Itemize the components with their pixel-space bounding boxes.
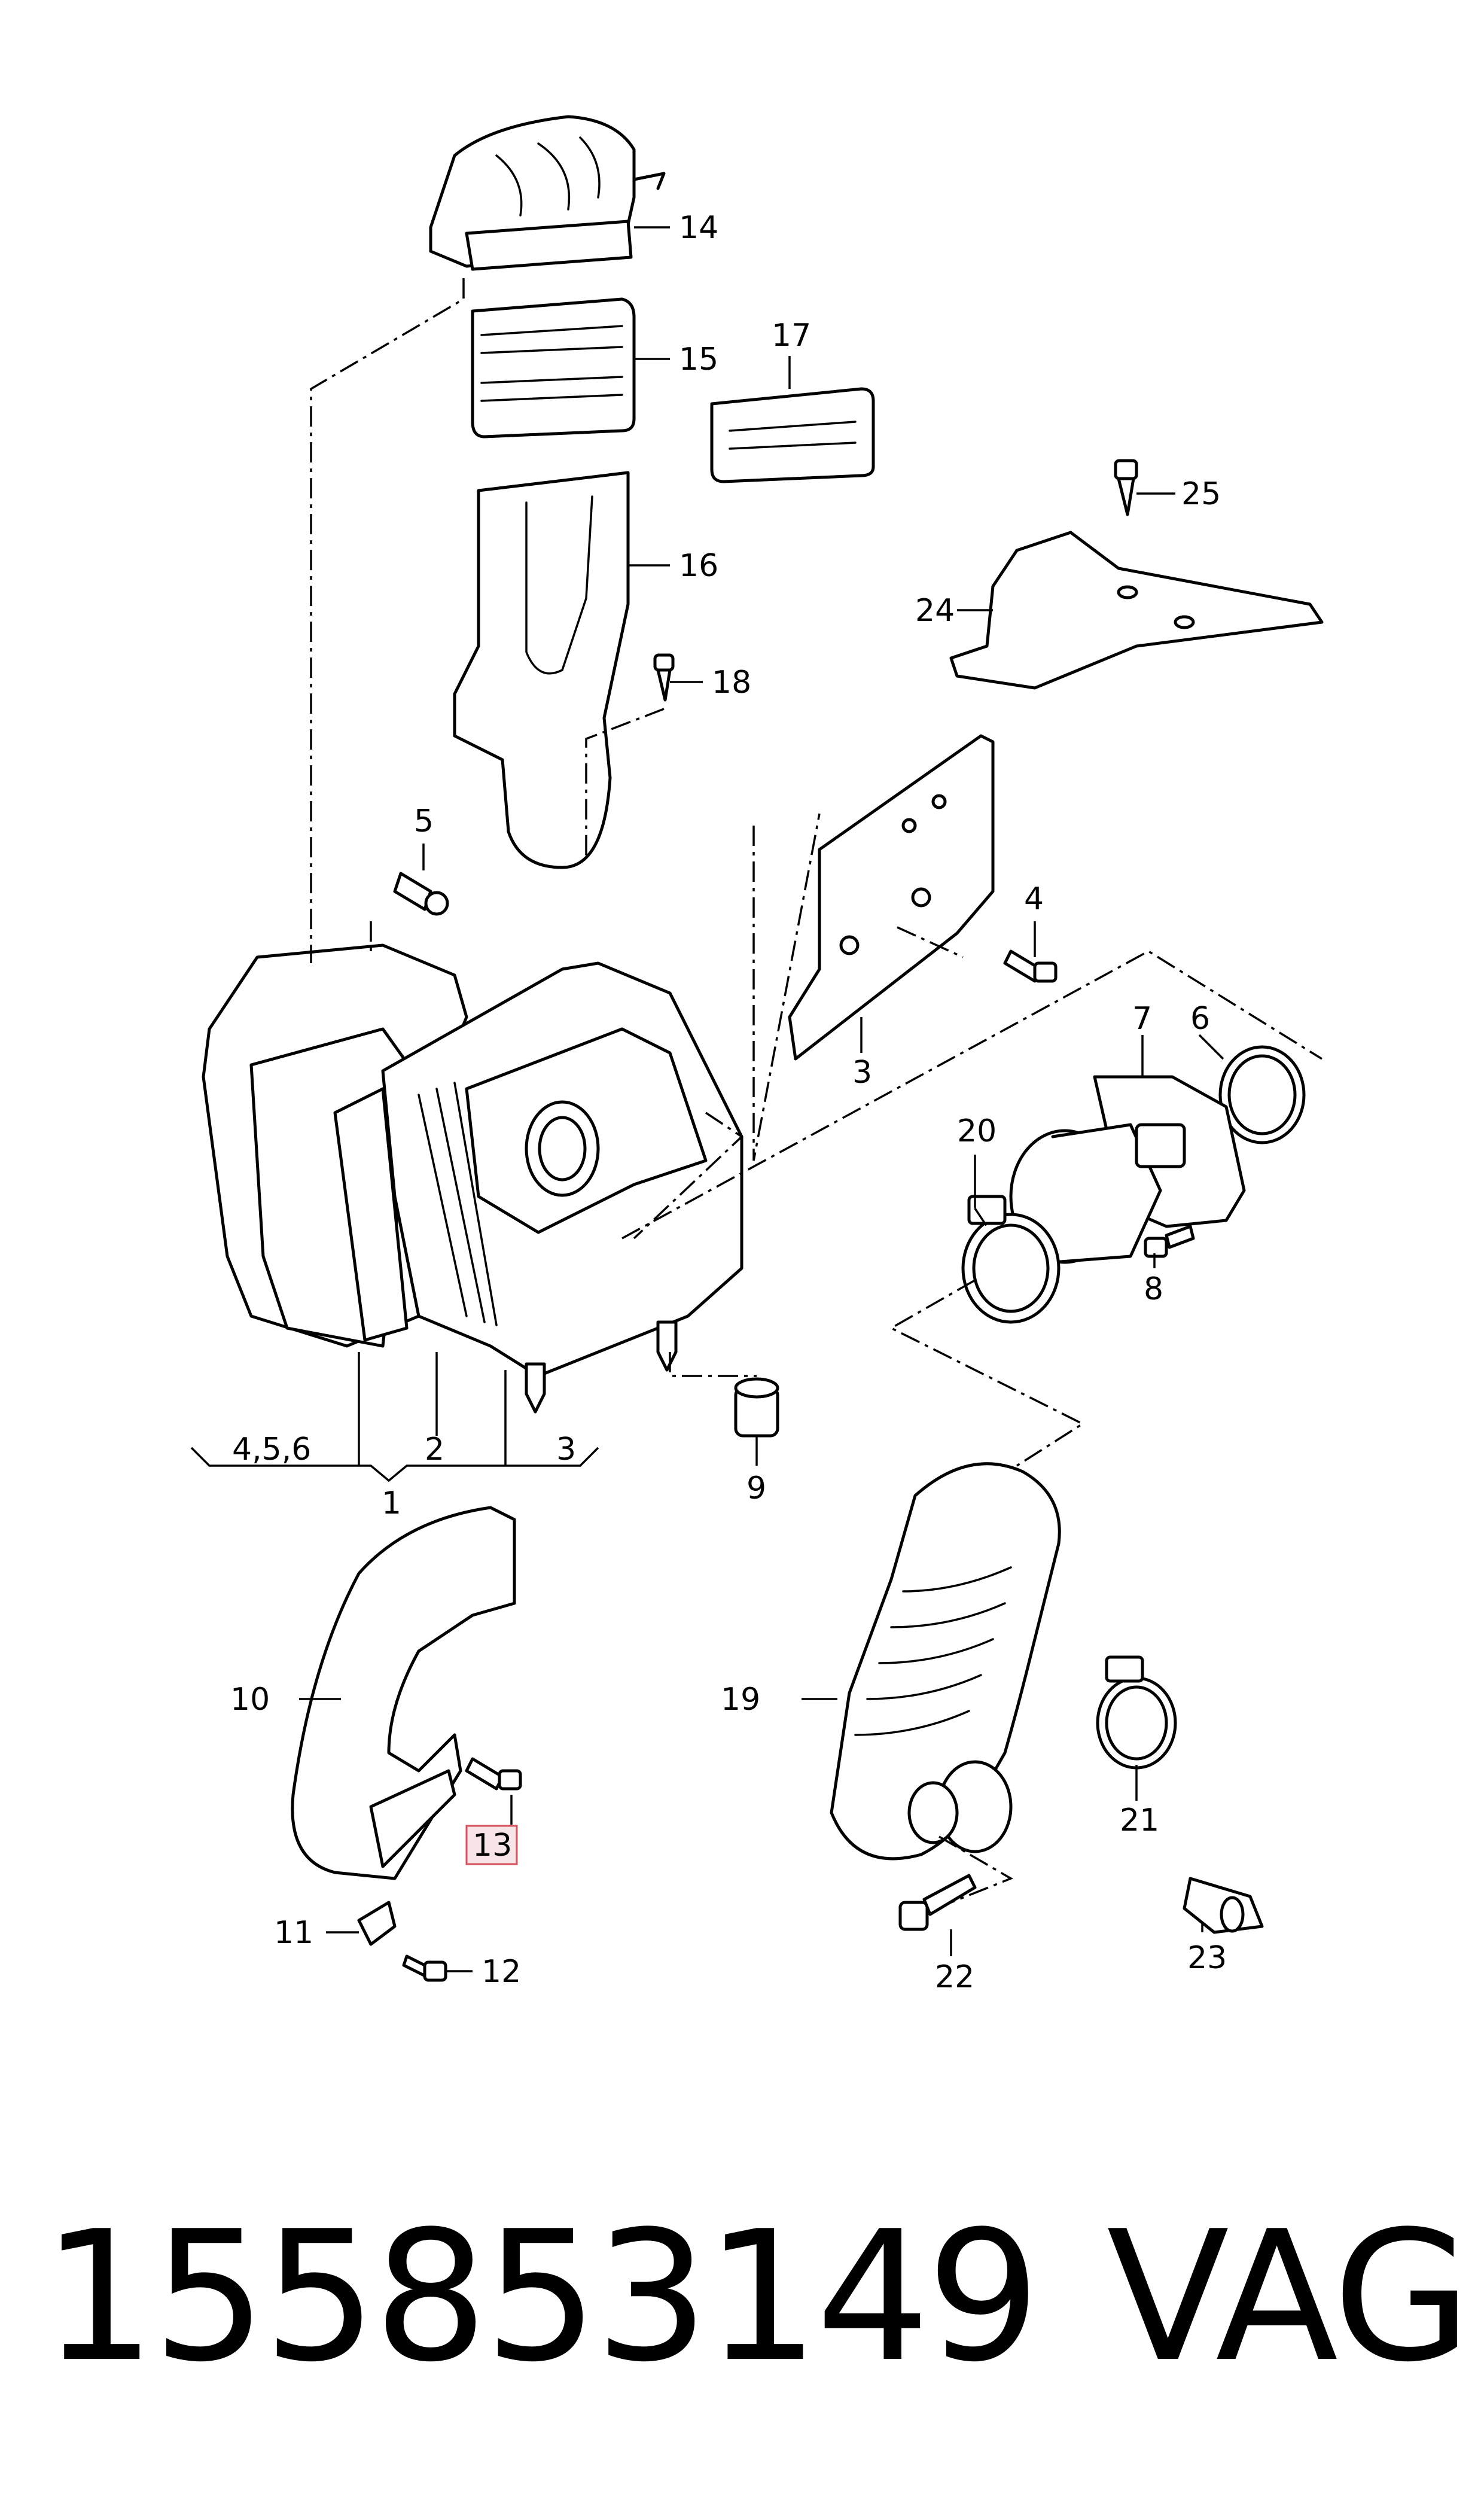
part-6-o-ring	[1218, 1045, 1306, 1144]
callout-9: 9	[746, 1470, 766, 1506]
part-4-bolt	[1003, 949, 1058, 983]
callout-15: 15	[679, 342, 718, 377]
callout-3b: 3	[852, 1055, 872, 1091]
part-17-foam-pad	[710, 387, 875, 483]
callout-5: 5	[414, 803, 434, 839]
part-3-bracket	[788, 734, 995, 1061]
callout-1: 1	[382, 1485, 401, 1521]
callout-19: 19	[721, 1682, 760, 1718]
callout-3: 3	[556, 1432, 576, 1467]
part-23-valve	[1183, 1877, 1264, 1934]
callout-14: 14	[679, 210, 718, 246]
part-25-screw	[1114, 459, 1138, 516]
callout-11: 11	[274, 1915, 313, 1951]
part-1-airbox-assembly	[202, 943, 743, 1414]
callout-2: 2	[425, 1432, 444, 1467]
callout-17: 17	[772, 318, 811, 354]
callout-16: 16	[679, 548, 718, 584]
assembly-lines	[310, 278, 1323, 1904]
callout-4: 4	[1024, 881, 1044, 917]
part-9-rubber-mount	[734, 1377, 779, 1438]
part-22-bolt	[898, 1874, 977, 1931]
callout-12: 12	[482, 1954, 521, 1990]
part-12-screw	[402, 1954, 447, 1982]
part-24-heat-shield	[949, 531, 1324, 690]
highlight-box-13	[465, 1825, 518, 1865]
part-20-hose-clamp	[961, 1195, 1061, 1324]
part-19-intake-hose	[830, 1462, 1061, 1861]
callout-23: 23	[1187, 1940, 1227, 1976]
callout-18: 18	[712, 665, 751, 701]
callout-6: 6	[1190, 1001, 1210, 1037]
part-15-filter-element	[471, 297, 636, 439]
callout-21: 21	[1120, 1803, 1159, 1838]
callout-456: 4,5,6	[232, 1432, 311, 1467]
part-13-bolt	[465, 1757, 522, 1791]
part-18-screw	[653, 653, 675, 702]
callout-8: 8	[1144, 1271, 1163, 1307]
part-8-screw	[1144, 1225, 1195, 1258]
brand-text: VAG	[1107, 2193, 1471, 2401]
part-11-clip	[357, 1901, 397, 1946]
callout-25: 25	[1181, 476, 1221, 512]
part-10-duct	[291, 1506, 516, 1880]
callout-13: 13	[473, 1828, 512, 1864]
part-21-hose-clamp	[1096, 1655, 1177, 1770]
part-5-grommet	[393, 872, 449, 916]
part-16-air-guide	[453, 471, 630, 869]
leader-lines	[190, 226, 1224, 1972]
part-14-airbox-lid	[429, 115, 666, 271]
part-number-text: 155853149	[42, 2193, 1041, 2401]
callout-labels: 14 15 17 16 18 25 24 5 4 3 7 6 20 8 9 4,…	[230, 210, 1227, 1995]
callout-7: 7	[1132, 1001, 1152, 1037]
callout-20: 20	[957, 1113, 997, 1149]
callout-22: 22	[935, 1959, 974, 1995]
callout-24: 24	[915, 593, 955, 629]
callout-10: 10	[230, 1682, 270, 1718]
